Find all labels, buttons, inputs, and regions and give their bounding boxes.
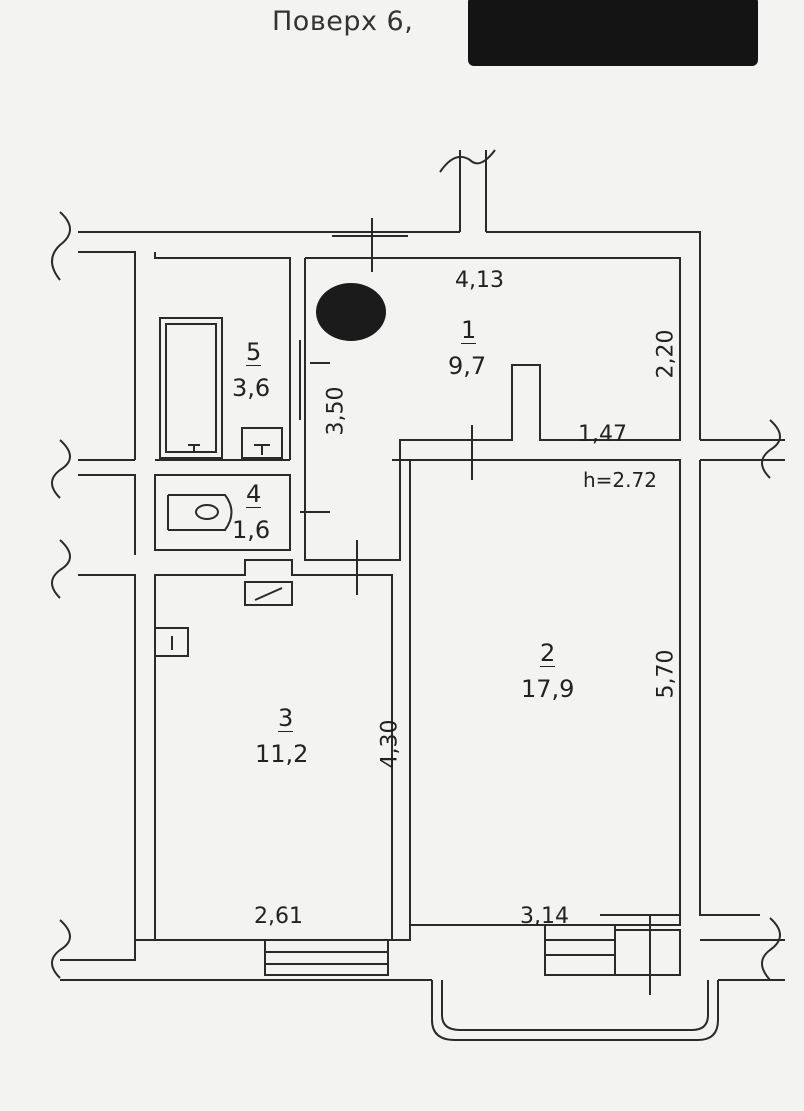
room-2-area: 17,9 xyxy=(521,675,575,703)
room-4-area: 1,6 xyxy=(232,516,271,544)
dimension-label: 2,20 xyxy=(653,329,679,379)
dimension-label: 5,70 xyxy=(653,649,679,699)
room-5-number: 5 xyxy=(246,338,262,366)
ceiling-height-label: h=2.72 xyxy=(583,468,657,492)
floor-header: Поверх 6, xyxy=(272,6,414,37)
room-3-number: 3 xyxy=(278,704,294,732)
dimension-label: 3,14 xyxy=(520,904,569,929)
ink-blot xyxy=(316,283,386,341)
dimension-label: 3,50 xyxy=(323,386,349,436)
dimension-label: 4,30 xyxy=(377,719,403,769)
dimension-label: 1,47 xyxy=(578,422,627,447)
dimension-label: 4,13 xyxy=(455,268,504,293)
room-1-area: 9,7 xyxy=(448,352,487,380)
redacted-address xyxy=(468,0,758,66)
room-3-area: 11,2 xyxy=(255,740,309,768)
room-4-number: 4 xyxy=(246,480,262,508)
room-5-area: 3,6 xyxy=(232,374,271,402)
room-1-number: 1 xyxy=(461,316,477,344)
room-2-number: 2 xyxy=(540,639,556,667)
dimension-label: 2,61 xyxy=(254,904,303,929)
